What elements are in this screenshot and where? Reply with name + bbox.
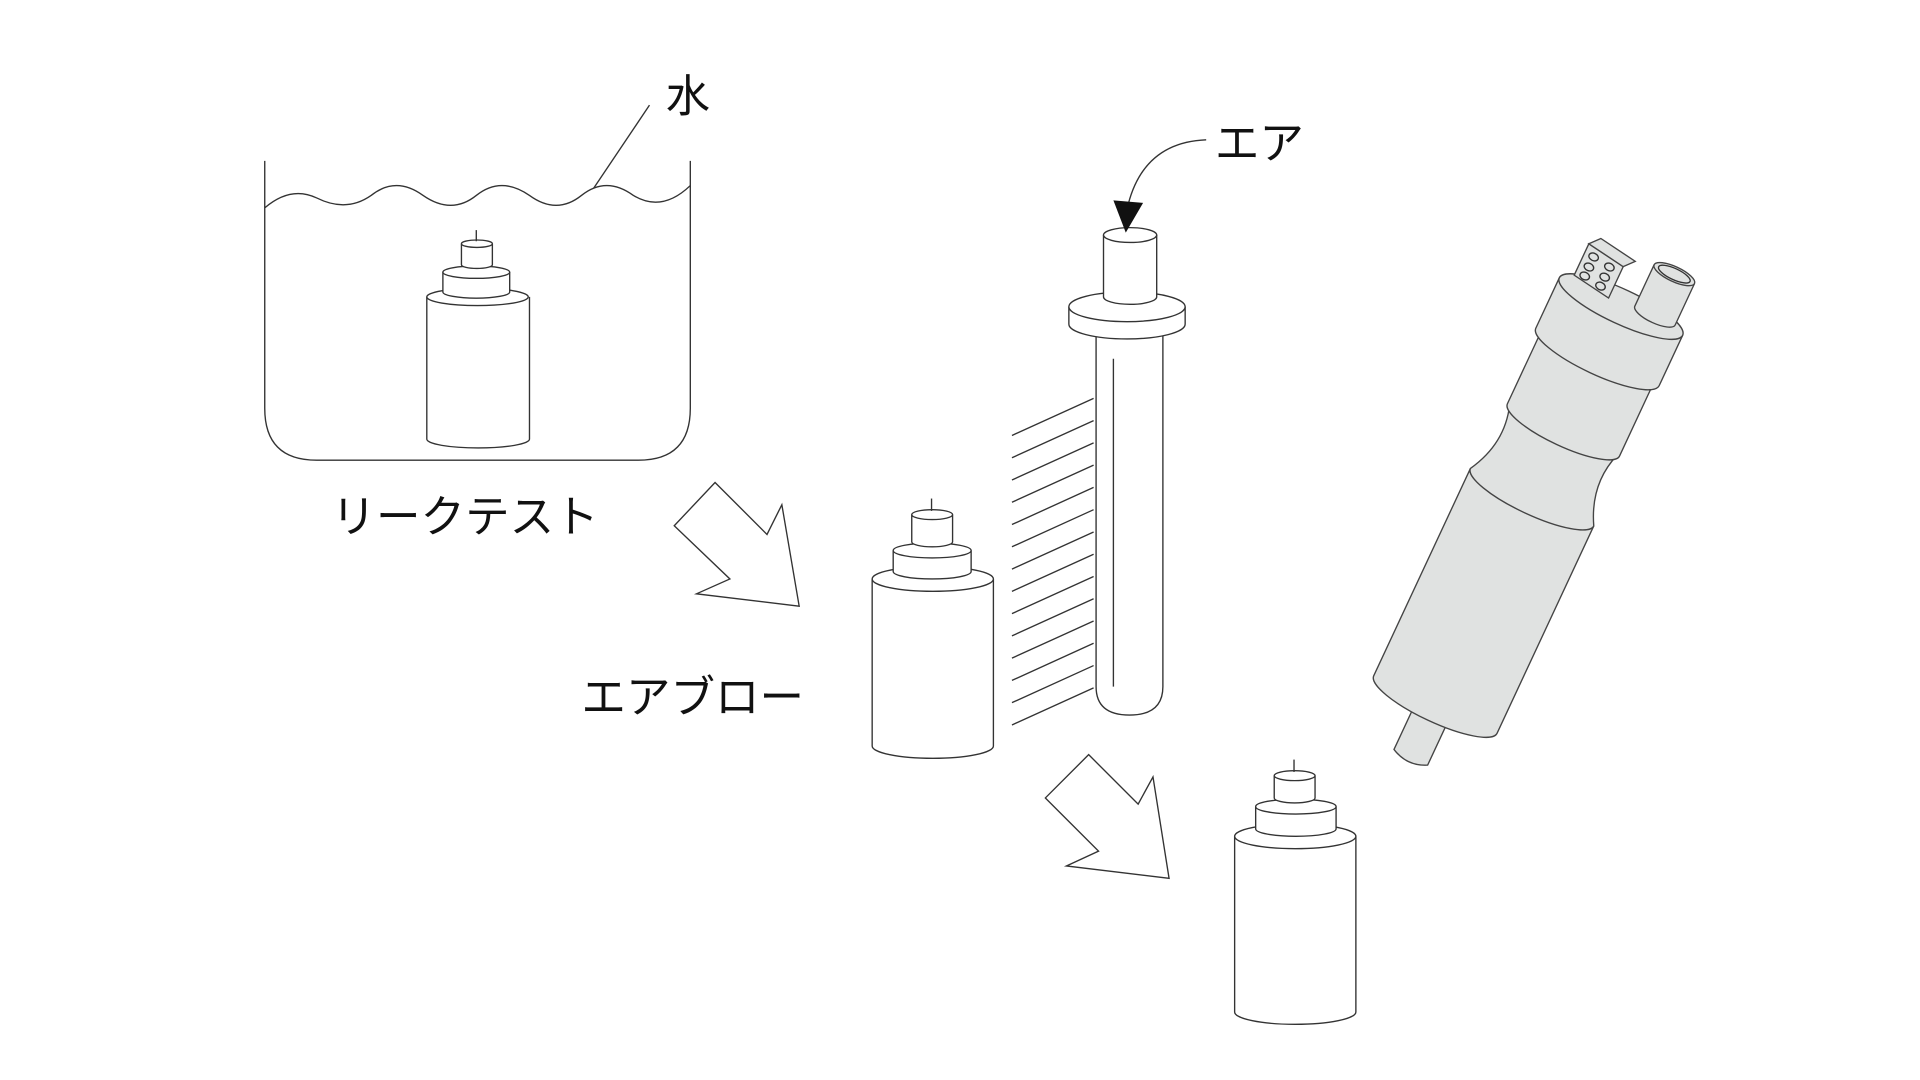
air-arrow-curve — [1127, 139, 1207, 205]
air-nozzle — [1068, 226, 1186, 716]
air-label: エア — [1215, 117, 1304, 169]
handheld-device — [1372, 237, 1696, 766]
water-label: 水 — [666, 70, 711, 122]
air-arrow-head — [1113, 200, 1144, 233]
leak-test-label: リークテスト — [332, 491, 599, 543]
air-flow-lines — [1011, 397, 1094, 726]
water-surface — [264, 184, 691, 209]
process-arrow-1 — [673, 481, 800, 607]
process-arrow-2 — [1044, 753, 1170, 880]
bottle-in-tank — [426, 230, 531, 449]
bottle-air-blow — [871, 498, 995, 760]
bottle-final — [1233, 759, 1357, 1026]
water-leader-line — [593, 104, 651, 189]
button-pad — [1573, 237, 1637, 300]
water-tank — [264, 104, 691, 461]
air-blow-label: エアブロー — [581, 672, 804, 724]
